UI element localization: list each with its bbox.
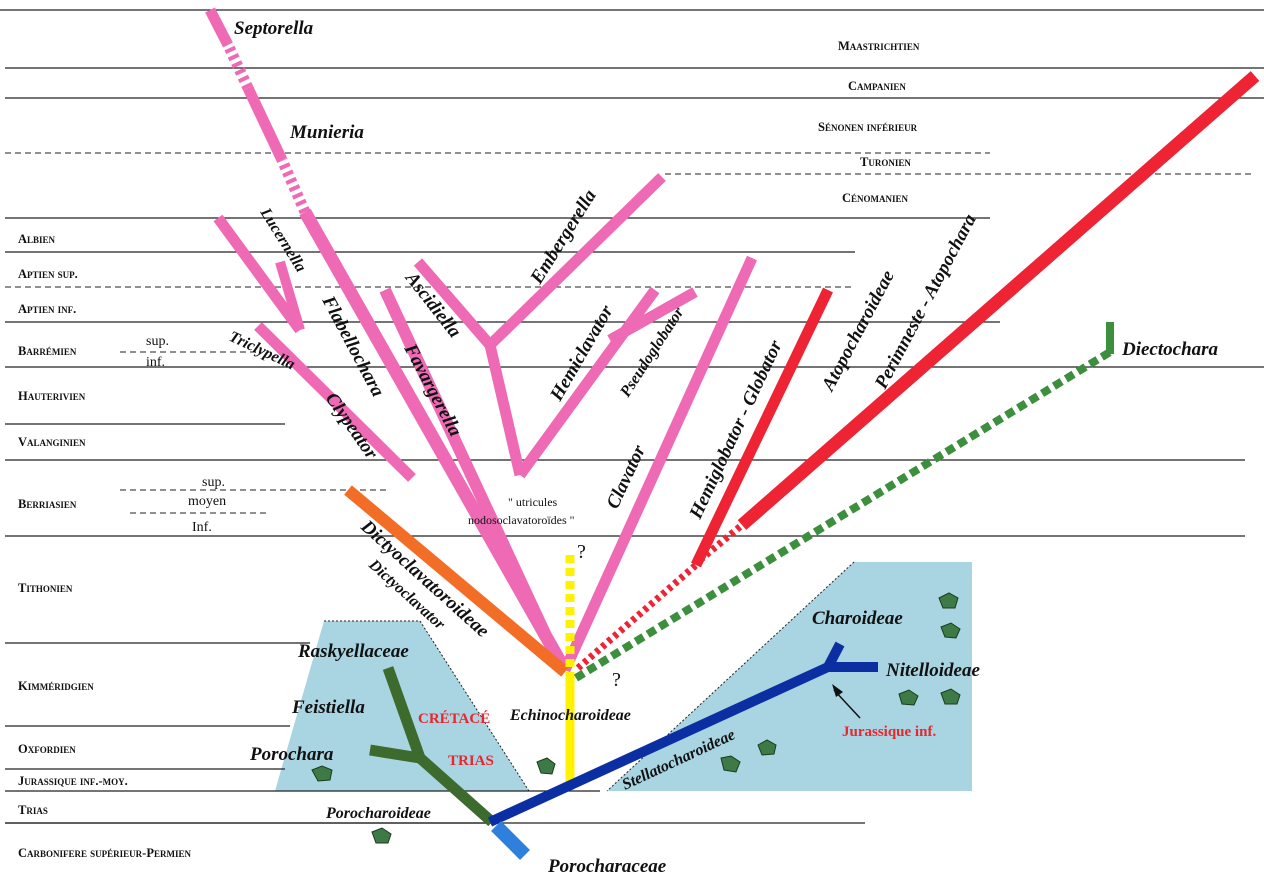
taxon-porocharoideae: Porocharoideae [325, 805, 431, 822]
stage-albien: Albien [18, 232, 56, 246]
stage-berriasien-moyen: moyen [188, 494, 226, 509]
stage-barremien: Barrémien [18, 344, 77, 358]
stage-aptien-inf: Aptien inf. [18, 302, 76, 316]
stage-tithonien: Tithonien [18, 581, 73, 595]
porocharaceae-branch [491, 821, 530, 860]
taxon-raskyellaceae: Raskyellaceae [297, 641, 409, 662]
stage-barremien-inf: inf. [146, 355, 165, 370]
stage-kimmeridgien: Kimméridgien [18, 679, 94, 693]
taxon-diectochara: Diectochara [1121, 339, 1219, 360]
label-trias: TRIAS [448, 753, 494, 769]
gyrogonite-icons [311, 592, 961, 844]
taxon-feistiella: Feistiella [291, 697, 365, 718]
stage-berriasien: Berriasien [18, 497, 77, 511]
stage-barremien-sup: sup. [146, 334, 169, 349]
characeae-tree [487, 641, 878, 827]
stage-berriasien-inf: Inf. [192, 520, 212, 535]
stage-berriasien-sup: sup. [202, 475, 225, 490]
stage-turonien: Turonien [860, 155, 911, 169]
stage-campanien: Campanien [848, 79, 906, 93]
taxon-echinocharoideae: Echinocharoideae [509, 707, 631, 724]
stage-jurassique-inf-moy: Jurassique inf.-moy. [18, 774, 128, 788]
label-jurassique-inf: Jurassique inf. [842, 724, 936, 740]
note-utricules-1: " utricules [508, 495, 558, 509]
question-mark-1: ? [577, 541, 586, 563]
stage-trias: Trias [18, 803, 48, 817]
taxon-porochara: Porochara [249, 744, 334, 765]
shaded-area-right [607, 562, 972, 791]
stage-senonien-inf: Sénonen inférieur [818, 120, 918, 134]
stage-hauterivien: Hauterivien [18, 389, 86, 403]
stage-carbonifere: Carbonifere supérieur-Permien [18, 846, 191, 860]
clavatoraceae-tree [205, 7, 758, 674]
note-utricules-2: nodosoclavatoroïdes " [468, 513, 575, 527]
raskyellaceae-tree [369, 666, 496, 827]
taxon-porocharaceae: Porocharaceae [547, 856, 667, 877]
taxon-munieria: Munieria [289, 122, 364, 143]
stage-oxfordien: Oxfordien [18, 742, 76, 756]
stratigraphic-lines [0, 9, 1264, 824]
stage-maastrichtien: Maastrichtien [838, 39, 920, 53]
stage-valanginien: Valanginien [18, 435, 86, 449]
taxon-nitelloideae: Nitelloideae [885, 660, 980, 681]
taxon-septorella: Septorella [234, 18, 314, 39]
dictyoclavatoroideae-branch [344, 485, 569, 677]
stage-cenomanien: Cénomanien [842, 191, 909, 205]
atopocharoideae-tree [575, 71, 1260, 671]
stage-aptien-sup: Aptien sup. [18, 267, 78, 281]
label-cretace: CRÉTACÉ [418, 710, 490, 727]
question-mark-2: ? [612, 669, 621, 691]
taxon-clypeator: Clypeator [321, 389, 382, 464]
taxon-charoideae: Charoideae [812, 608, 903, 629]
diectochara-branch [573, 322, 1114, 682]
